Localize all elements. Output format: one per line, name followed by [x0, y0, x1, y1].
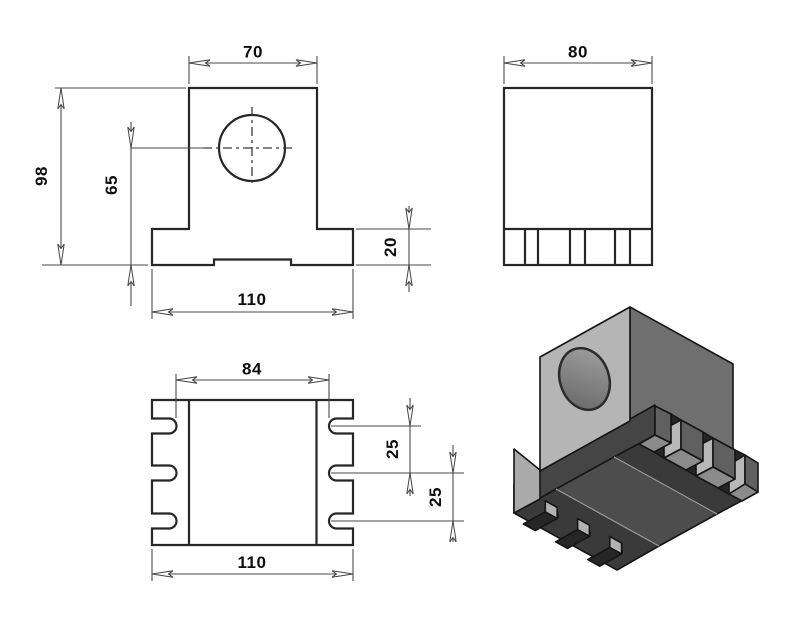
- iso-tooth-bottom: [663, 448, 704, 471]
- dimension-label-top-width: 70: [243, 43, 263, 62]
- iso-left-flange: [513, 448, 541, 514]
- iso-left-slots: [522, 499, 623, 567]
- iso-tooth-bottom: [728, 483, 759, 502]
- dimension-25-lower: 25: [331, 445, 464, 543]
- iso-notch-wall: [576, 517, 591, 538]
- front-view: 70 98 65 20: [32, 43, 431, 319]
- dimension-label-slot-pitch-1: 25: [383, 439, 402, 459]
- iso-right-slots: [638, 405, 759, 502]
- dimension-25-upper: 25: [331, 398, 464, 496]
- isometric-view: [513, 306, 759, 571]
- dimension-110-bottom: 110: [151, 549, 354, 581]
- dimension-label-base-height: 20: [381, 237, 400, 257]
- dimension-label-inner-width: 84: [242, 360, 262, 379]
- iso-hole: [557, 346, 612, 412]
- dimension-label-overall-width-bottom: 110: [238, 553, 267, 572]
- dimension-label-depth: 80: [568, 43, 588, 62]
- side-view: 80: [502, 43, 654, 267]
- bottom-view: 84 25 25 110: [150, 360, 464, 581]
- iso-notch-wall: [544, 499, 559, 520]
- dimension-label-slot-pitch-2: 25: [426, 487, 445, 507]
- iso-recess-highlight-1: [555, 488, 660, 547]
- front-part-outline: [150, 86, 355, 267]
- iso-tooth-bottom: [695, 466, 736, 489]
- dimension-20: 20: [356, 206, 431, 292]
- iso-recess-highlight-2: [613, 456, 718, 515]
- dimension-110-front: 110: [151, 269, 354, 319]
- side-part-outline: [502, 86, 654, 267]
- dimension-80: 80: [503, 43, 653, 84]
- dimension-98: 98: [32, 87, 186, 266]
- dimension-label-hole-height: 65: [102, 175, 121, 195]
- dimension-84: 84: [175, 360, 330, 418]
- dimension-label-overall-height: 98: [32, 166, 51, 186]
- bottom-part-outline: [150, 398, 355, 547]
- dimension-65: 65: [102, 122, 205, 306]
- dimension-label-overall-width-front: 110: [238, 290, 267, 309]
- iso-notch-wall: [608, 535, 623, 555]
- iso-tooth-bottom: [638, 434, 672, 453]
- dimension-70: 70: [188, 43, 318, 84]
- side-slot-lines: [523, 229, 632, 265]
